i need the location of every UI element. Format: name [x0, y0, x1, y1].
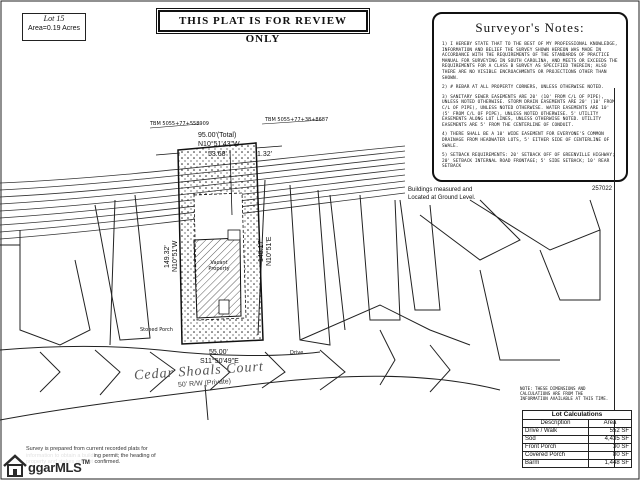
tbm-markers	[149, 119, 323, 129]
review-banner: THIS PLAT IS FOR REVIEW ONLY	[156, 8, 370, 45]
surveyor-notes-title: Surveyor's Notes:	[475, 20, 585, 35]
table-cell: Covered Porch	[522, 451, 589, 460]
dim-right-length: 148.17'	[258, 239, 265, 262]
drawing-code: 257022	[592, 186, 613, 192]
surveyor-note: 4) There shall be a 10' wide easement fo…	[442, 132, 610, 149]
dim-right-bearing: N10°51'E	[266, 236, 273, 266]
house-logo-icon	[3, 454, 27, 477]
mls-logo-wordmark: ggarMLS	[28, 460, 82, 475]
table-row: Sod 4,435 SF	[522, 435, 633, 444]
dim-bottom-length: 55.00'	[209, 349, 228, 356]
building-note-line1: Buildings measured and	[408, 187, 473, 193]
road-outline	[0, 329, 501, 421]
building-note: Buildings measured and Located at Ground…	[408, 186, 475, 202]
table-cell: Drive / Walk	[522, 427, 589, 436]
house-label: Vacant Property	[208, 260, 230, 272]
table-cell: 1,448 SF	[587, 459, 633, 468]
lot-info-box: Lot 15 Area=0.19 Acres	[22, 13, 86, 41]
drive-label: Drive	[290, 350, 304, 356]
table-row: Barm 1,448 SF	[522, 459, 633, 468]
table-cell: Front Porch	[522, 443, 589, 452]
table-cell: Sod	[522, 435, 589, 444]
table-cell: 4,435 SF	[587, 435, 633, 444]
table-row: Front Porch 30 SF	[522, 443, 633, 452]
column-header: Area	[587, 419, 633, 428]
lot-calculations: Lot Calculations Description Area Drive …	[522, 410, 633, 468]
surveyor-note: 1) I hereby state that to the best of my…	[442, 42, 618, 81]
calc-note: Note: These dimensions and calculations …	[520, 386, 609, 401]
dim-top-right-small: 1.32'	[257, 151, 272, 158]
surveyor-note: 3) Sanitary sewer easements are 20' (10'…	[442, 94, 615, 128]
building-note-line2: Located at Ground Level.	[408, 195, 476, 201]
subject-lot	[155, 142, 283, 345]
table-cell: Barm	[522, 459, 589, 468]
surveyor-note: 5) Setback requirements: 20' setback off…	[442, 153, 615, 170]
dim-bottom-bearing: S11°50'49"E	[200, 358, 239, 365]
mls-logo-text: ggarMLSTM	[28, 460, 90, 475]
dim-top-segment: 53.68'	[208, 151, 227, 158]
table-row: Covered Porch 80 SF	[522, 451, 633, 460]
lot-title: Lot 15	[43, 14, 65, 23]
lot-calculations-table: Description Area Drive / Walk 552 SF Sod…	[522, 419, 633, 468]
trademark-mark: TM	[81, 460, 90, 466]
tbm-label-right: TBM 5055+77+38+8687	[265, 117, 329, 123]
table-header-row: Description Area	[522, 419, 633, 428]
table-row: Drive / Walk 552 SF	[522, 427, 633, 436]
dim-left-length: 149.32'	[164, 245, 171, 268]
porch-label: Stoned Porch	[140, 327, 173, 333]
adjacent-lots	[0, 179, 601, 361]
table-cell: 30 SF	[587, 443, 633, 452]
lot-calculations-title: Lot Calculations	[522, 410, 632, 419]
dim-top-bearing: N10°51'43"W	[198, 141, 240, 148]
lot-area: Area=0.19 Acres	[28, 25, 80, 32]
dim-left-bearing: N10°51'W	[172, 240, 179, 272]
surveyor-note: 2) # rebar at all property corners, unle…	[442, 85, 604, 91]
title-block-edge	[614, 88, 640, 468]
surveyor-notes-box: Surveyor's Notes: 1) I hereby state that…	[432, 12, 628, 182]
mls-logo: ggarMLSTM	[2, 452, 94, 478]
table-cell: 80 SF	[587, 451, 633, 460]
tbm-label-left: TBM 5055+77+558909	[150, 121, 209, 127]
dim-top-total: 95.00'(Total)	[198, 132, 237, 139]
column-header: Description	[522, 419, 589, 428]
table-cell: 552 SF	[587, 427, 633, 436]
